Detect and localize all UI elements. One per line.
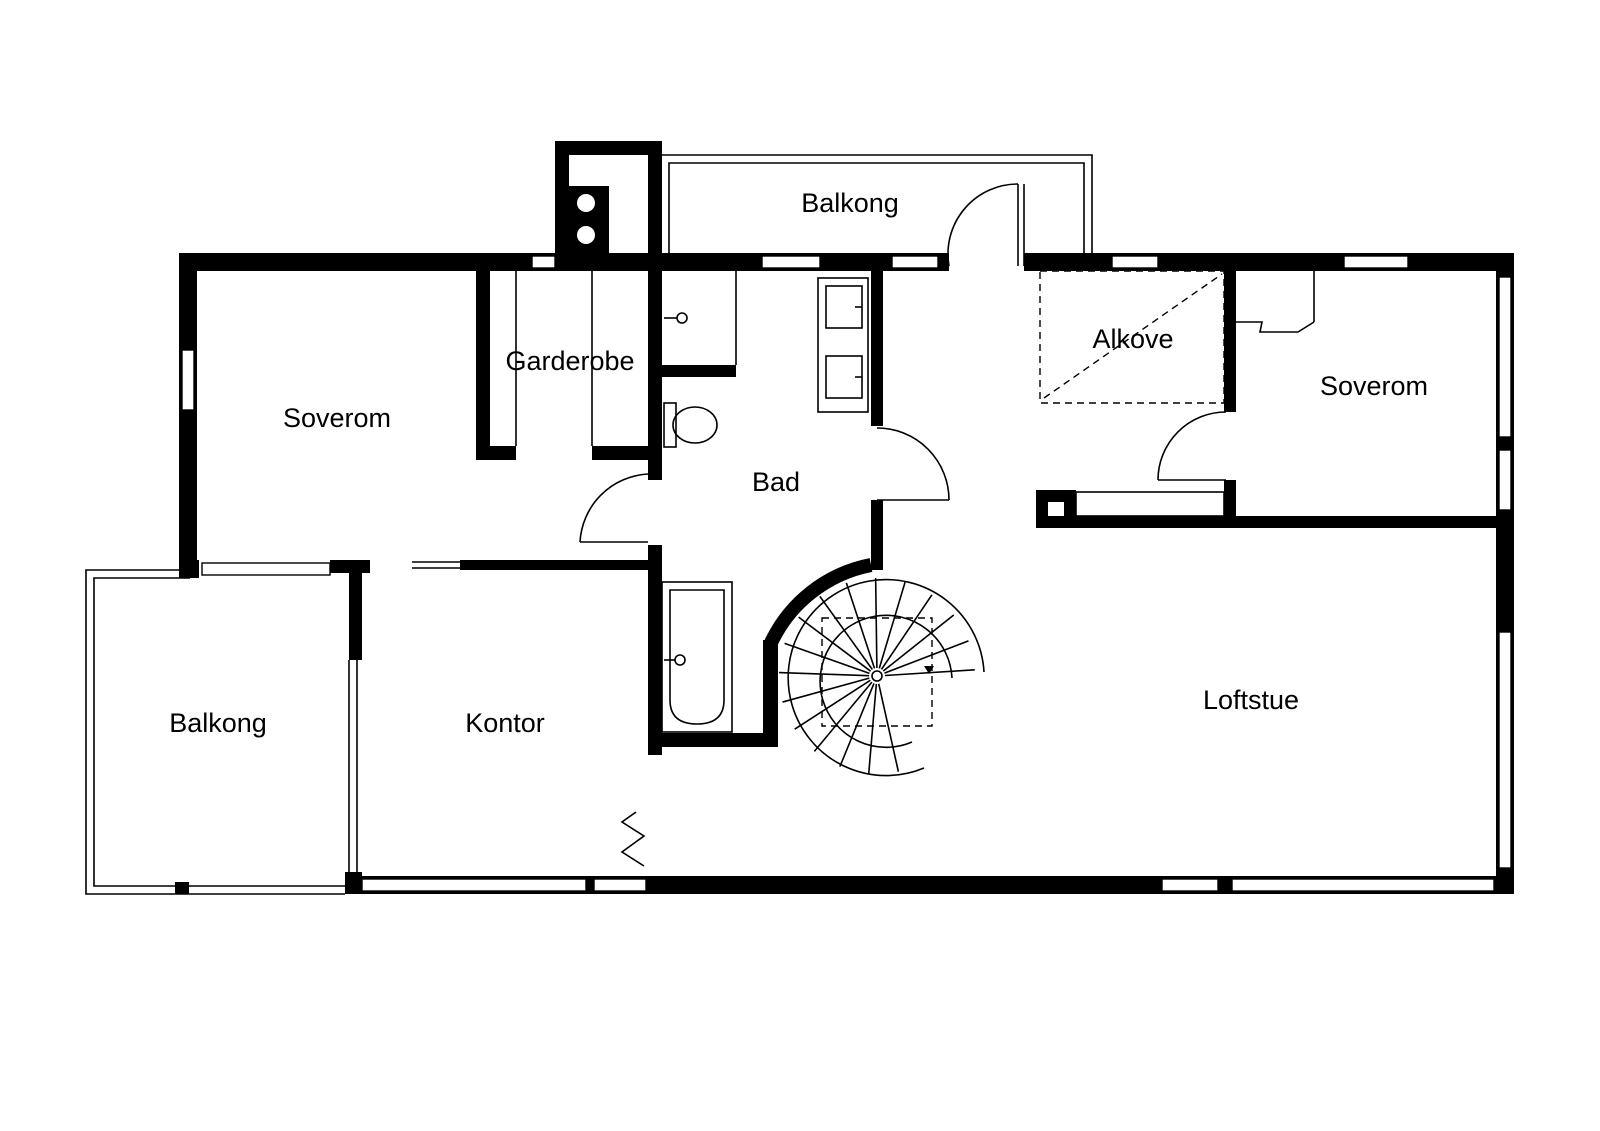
- stair-arrow-icon: [924, 666, 934, 674]
- room-label-balkong-left: Balkong: [169, 708, 267, 738]
- stair-tread: [798, 616, 872, 672]
- chimney-flues: [575, 192, 597, 246]
- room-label-balkong-top: Balkong: [801, 188, 899, 218]
- stair-tread: [877, 683, 900, 772]
- garderobe-shelves: [515, 271, 593, 446]
- built-in-cabinet: [1075, 491, 1225, 517]
- spiral-stair: [779, 577, 985, 777]
- stair-tread: [880, 594, 933, 670]
- toilet-icon: [663, 402, 718, 448]
- stair-tread: [884, 640, 969, 674]
- shower-niche: [664, 271, 737, 365]
- stair-tread: [867, 683, 878, 774]
- stair-tread: [794, 679, 871, 730]
- stair-treads: [779, 577, 975, 774]
- room-label-kontor: Kontor: [465, 708, 545, 738]
- stair-tread: [813, 681, 873, 752]
- stair-tread: [819, 595, 873, 670]
- interior-walls: [175, 266, 1512, 894]
- room-label-soverom-right: Soverom: [1320, 371, 1428, 401]
- room-label-soverom-left: Soverom: [283, 403, 391, 433]
- room-label-loftstue: Loftstue: [1203, 685, 1299, 715]
- bathtub-icon: [661, 581, 733, 733]
- room-label-bad: Bad: [752, 467, 800, 497]
- stair-tread: [779, 671, 870, 677]
- stair-tread: [882, 614, 955, 672]
- stair-tread: [782, 677, 870, 703]
- room-label-alkove: Alkove: [1092, 324, 1173, 354]
- stair-tread: [784, 642, 870, 675]
- stair-tread: [884, 669, 975, 677]
- stair-curved-wall: [763, 558, 873, 648]
- room-label-garderobe: Garderobe: [505, 346, 634, 376]
- wardrobe-right: [1236, 271, 1315, 333]
- stair-tread: [878, 581, 906, 669]
- balcony-left-outline: [85, 569, 345, 895]
- doors: [412, 183, 1227, 867]
- stair-tread: [874, 577, 878, 669]
- sliding-door-kontor-balcony: [348, 660, 358, 890]
- stair-tread: [839, 683, 875, 767]
- alkove-dashed-bed: [1039, 270, 1225, 404]
- double-sink-icon: [817, 277, 869, 413]
- stair-tread: [845, 582, 876, 669]
